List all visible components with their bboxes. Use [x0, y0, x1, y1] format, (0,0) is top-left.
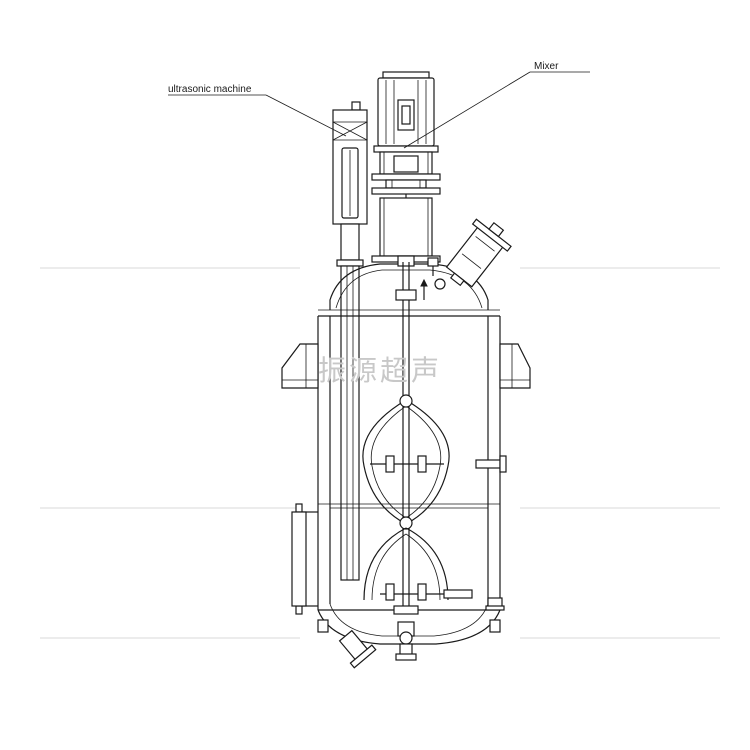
- support-lug-right: [499, 343, 531, 389]
- bottom-inclined-outlet: [338, 629, 377, 669]
- label-mixer: Mixer: [534, 61, 559, 72]
- bottom-legs: [317, 619, 501, 633]
- top-fittings: [397, 255, 446, 300]
- side-nozzle: [475, 455, 507, 473]
- inclined-nozzle: [445, 218, 512, 288]
- bottom-outlet: [395, 621, 417, 661]
- watermark-text: 振源超声: [318, 354, 442, 387]
- mixer-leader-diagonal: [403, 71, 531, 149]
- label-ultrasonic-machine: ultrasonic machine: [168, 84, 252, 95]
- level-gauge: [291, 503, 318, 615]
- side-nozzle-lower: [485, 597, 505, 611]
- ultrasonic-leader-diagonal: [265, 94, 347, 137]
- ultrasonic-machine: [332, 101, 368, 581]
- mixer-gearbox: [371, 151, 441, 198]
- mixer-motor: [373, 71, 439, 153]
- agitator: [362, 262, 473, 615]
- support-lug-left: [281, 343, 319, 389]
- mixer-stand: [371, 197, 441, 263]
- background-guides: [40, 267, 720, 639]
